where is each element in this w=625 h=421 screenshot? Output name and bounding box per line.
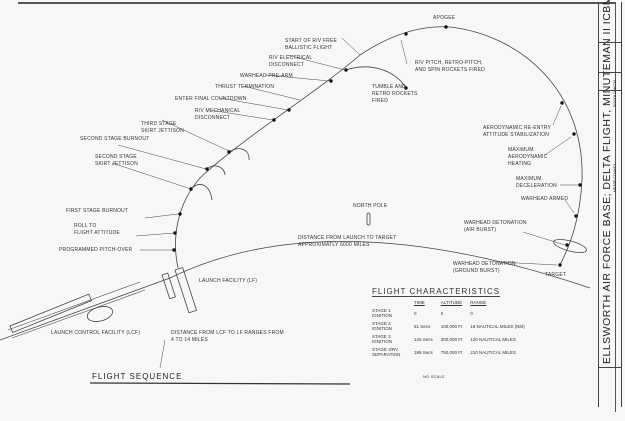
label-air-burst: WARHEAD DETONATION (AIR BURST) [464, 220, 527, 233]
table-row: STAGE 3 IGNITION 125 Secs 300,000 Ft 120… [372, 333, 533, 346]
launch-facility-shape [174, 267, 198, 314]
trajectory-line [175, 26, 583, 269]
label-rv-electrical: R/V ELECTRICAL DISCONNECT [269, 55, 313, 68]
cell-altitude: 0 [440, 310, 444, 316]
label-tumble: TUMBLE AND RETRO ROCKETS FIRED [372, 84, 418, 104]
label-warhead-armed: WARHEAD ARMED [521, 196, 569, 202]
cell-altitude: 300,000 Ft [440, 336, 463, 342]
label-lcf-distance: DISTANCE FROM LCF TO LF RANGES FROM 4 TO… [171, 330, 284, 343]
header-range: RANGE [470, 300, 487, 305]
cell-range: 18 NAUTICAL MILES (NM) [470, 323, 525, 329]
north-pole-marker [366, 212, 371, 226]
table-row: STAGE 2 IGNITION 61 Secs 100,000 Ft 18 N… [372, 320, 533, 333]
table-title: FLIGHT CHARACTERISTICS [372, 287, 501, 297]
cell-range: 210 NAUTICAL MILES [470, 349, 516, 355]
label-north-pole: NORTH POLE [353, 203, 388, 209]
label-third-stage-skirt: THIRD STAGE SKIRT JETTISON [141, 121, 184, 134]
label-distance: DISTANCE FROM LAUNCH TO TARGET APPROXIMA… [298, 235, 397, 248]
scale-note: NO SCALE [423, 374, 445, 379]
cell-event: STAGE 3 IGNITION [372, 334, 392, 344]
label-rv-mechanical: R/V MECHANICAL DISCONNECT [195, 108, 241, 121]
cell-range: 120 NAUTICAL MILES [470, 336, 516, 342]
label-rv-pitch: R/V PITCH, RETRO-PITCH, AND SPIN ROCKETS… [415, 60, 485, 73]
header-time: TIME [414, 300, 425, 305]
table-row: STAGE 3/RV SEPARATION 186 Secs 750,000 F… [372, 346, 533, 359]
leader-lines [111, 37, 578, 369]
label-second-stage-skirt: SECOND STAGE SKIRT JETTISON [95, 154, 138, 167]
label-max-heating: MAXIMUM AERODYNAMIC HEATING [508, 147, 548, 167]
lcf-road [9, 293, 92, 334]
title-underline [89, 382, 351, 385]
header-altitude: ALTITUDE [440, 300, 463, 305]
title-block-state: SOUTH DAKOTA [613, 79, 617, 107]
label-ground-burst: WARHEAD DETONATION (GROUND BURST) [453, 261, 516, 274]
table-row: STAGE 1 IGNITION 0 0 0 [372, 307, 533, 320]
target-burst [553, 239, 587, 253]
label-lcf: LAUNCH CONTROL FACILITY (LCF) [51, 330, 141, 336]
label-launch-facility: LAUNCH FACILITY (LF) [199, 278, 258, 284]
label-target: TARGET [545, 272, 567, 278]
cell-time: 186 Secs [414, 349, 433, 355]
drawing-title: FLIGHT SEQUENCE [92, 372, 183, 381]
title-block-county: MEADE COUNTY [613, 163, 617, 192]
launch-road [7, 281, 146, 339]
cell-event: STAGE 1 IGNITION [372, 308, 392, 318]
label-second-stage-burnout: SECOND STAGE BURNOUT [80, 136, 150, 142]
sheet-border [18, 2, 616, 412]
flight-characteristics-table: FLIGHT CHARACTERISTICS TIME ALTITUDE RAN… [372, 287, 533, 359]
cell-time: 61 Secs [414, 323, 431, 329]
label-apogee: APOGEE [433, 15, 456, 21]
earth-surface-line [0, 240, 591, 341]
table-header-row: TIME ALTITUDE RANGE [372, 300, 533, 307]
event-dots [172, 25, 582, 267]
label-max-decel: MAXIMUM DECELERATION [516, 176, 557, 189]
cell-altitude: 750,000 Ft [440, 349, 463, 355]
title-block-main: ELLSWORTH AIR FORCE BASE; DELTA FLIGHT, … [601, 0, 613, 364]
cell-range: 0 [470, 310, 473, 316]
cell-time: 0 [414, 310, 417, 316]
label-thrust-termination: THRUST TERMINATION [215, 84, 275, 90]
cell-event: STAGE 3/RV SEPARATION [372, 347, 401, 357]
stage-jettison-arcs [190, 66, 407, 201]
label-reentry: AERODYNAMIC RE-ENTRY ATTITUDE STABILIZAT… [483, 125, 552, 138]
cell-time: 125 Secs [414, 336, 433, 342]
label-final-countdown: ENTER FINAL COUNTDOWN [175, 96, 247, 102]
title-block: ELLSWORTH AIR FORCE BASE; DELTA FLIGHT, … [598, 0, 622, 407]
label-warhead-prearm: WARHEAD PRE-ARM [240, 73, 293, 79]
lcf-building [86, 306, 114, 322]
label-first-stage-burnout: FIRST STAGE BURNOUT [66, 208, 129, 214]
label-start-rv-free: START OF R/V FREE BALLISTIC FLIGHT [285, 38, 338, 51]
cell-altitude: 100,000 Ft [440, 323, 463, 329]
label-pitch-over: PROGRAMMED PITCH-OVER [59, 247, 133, 253]
cell-event: STAGE 2 IGNITION [372, 321, 392, 331]
label-roll: ROLL TO FLIGHT ATTITUDE [74, 223, 120, 236]
launch-facility-silo [161, 272, 176, 300]
